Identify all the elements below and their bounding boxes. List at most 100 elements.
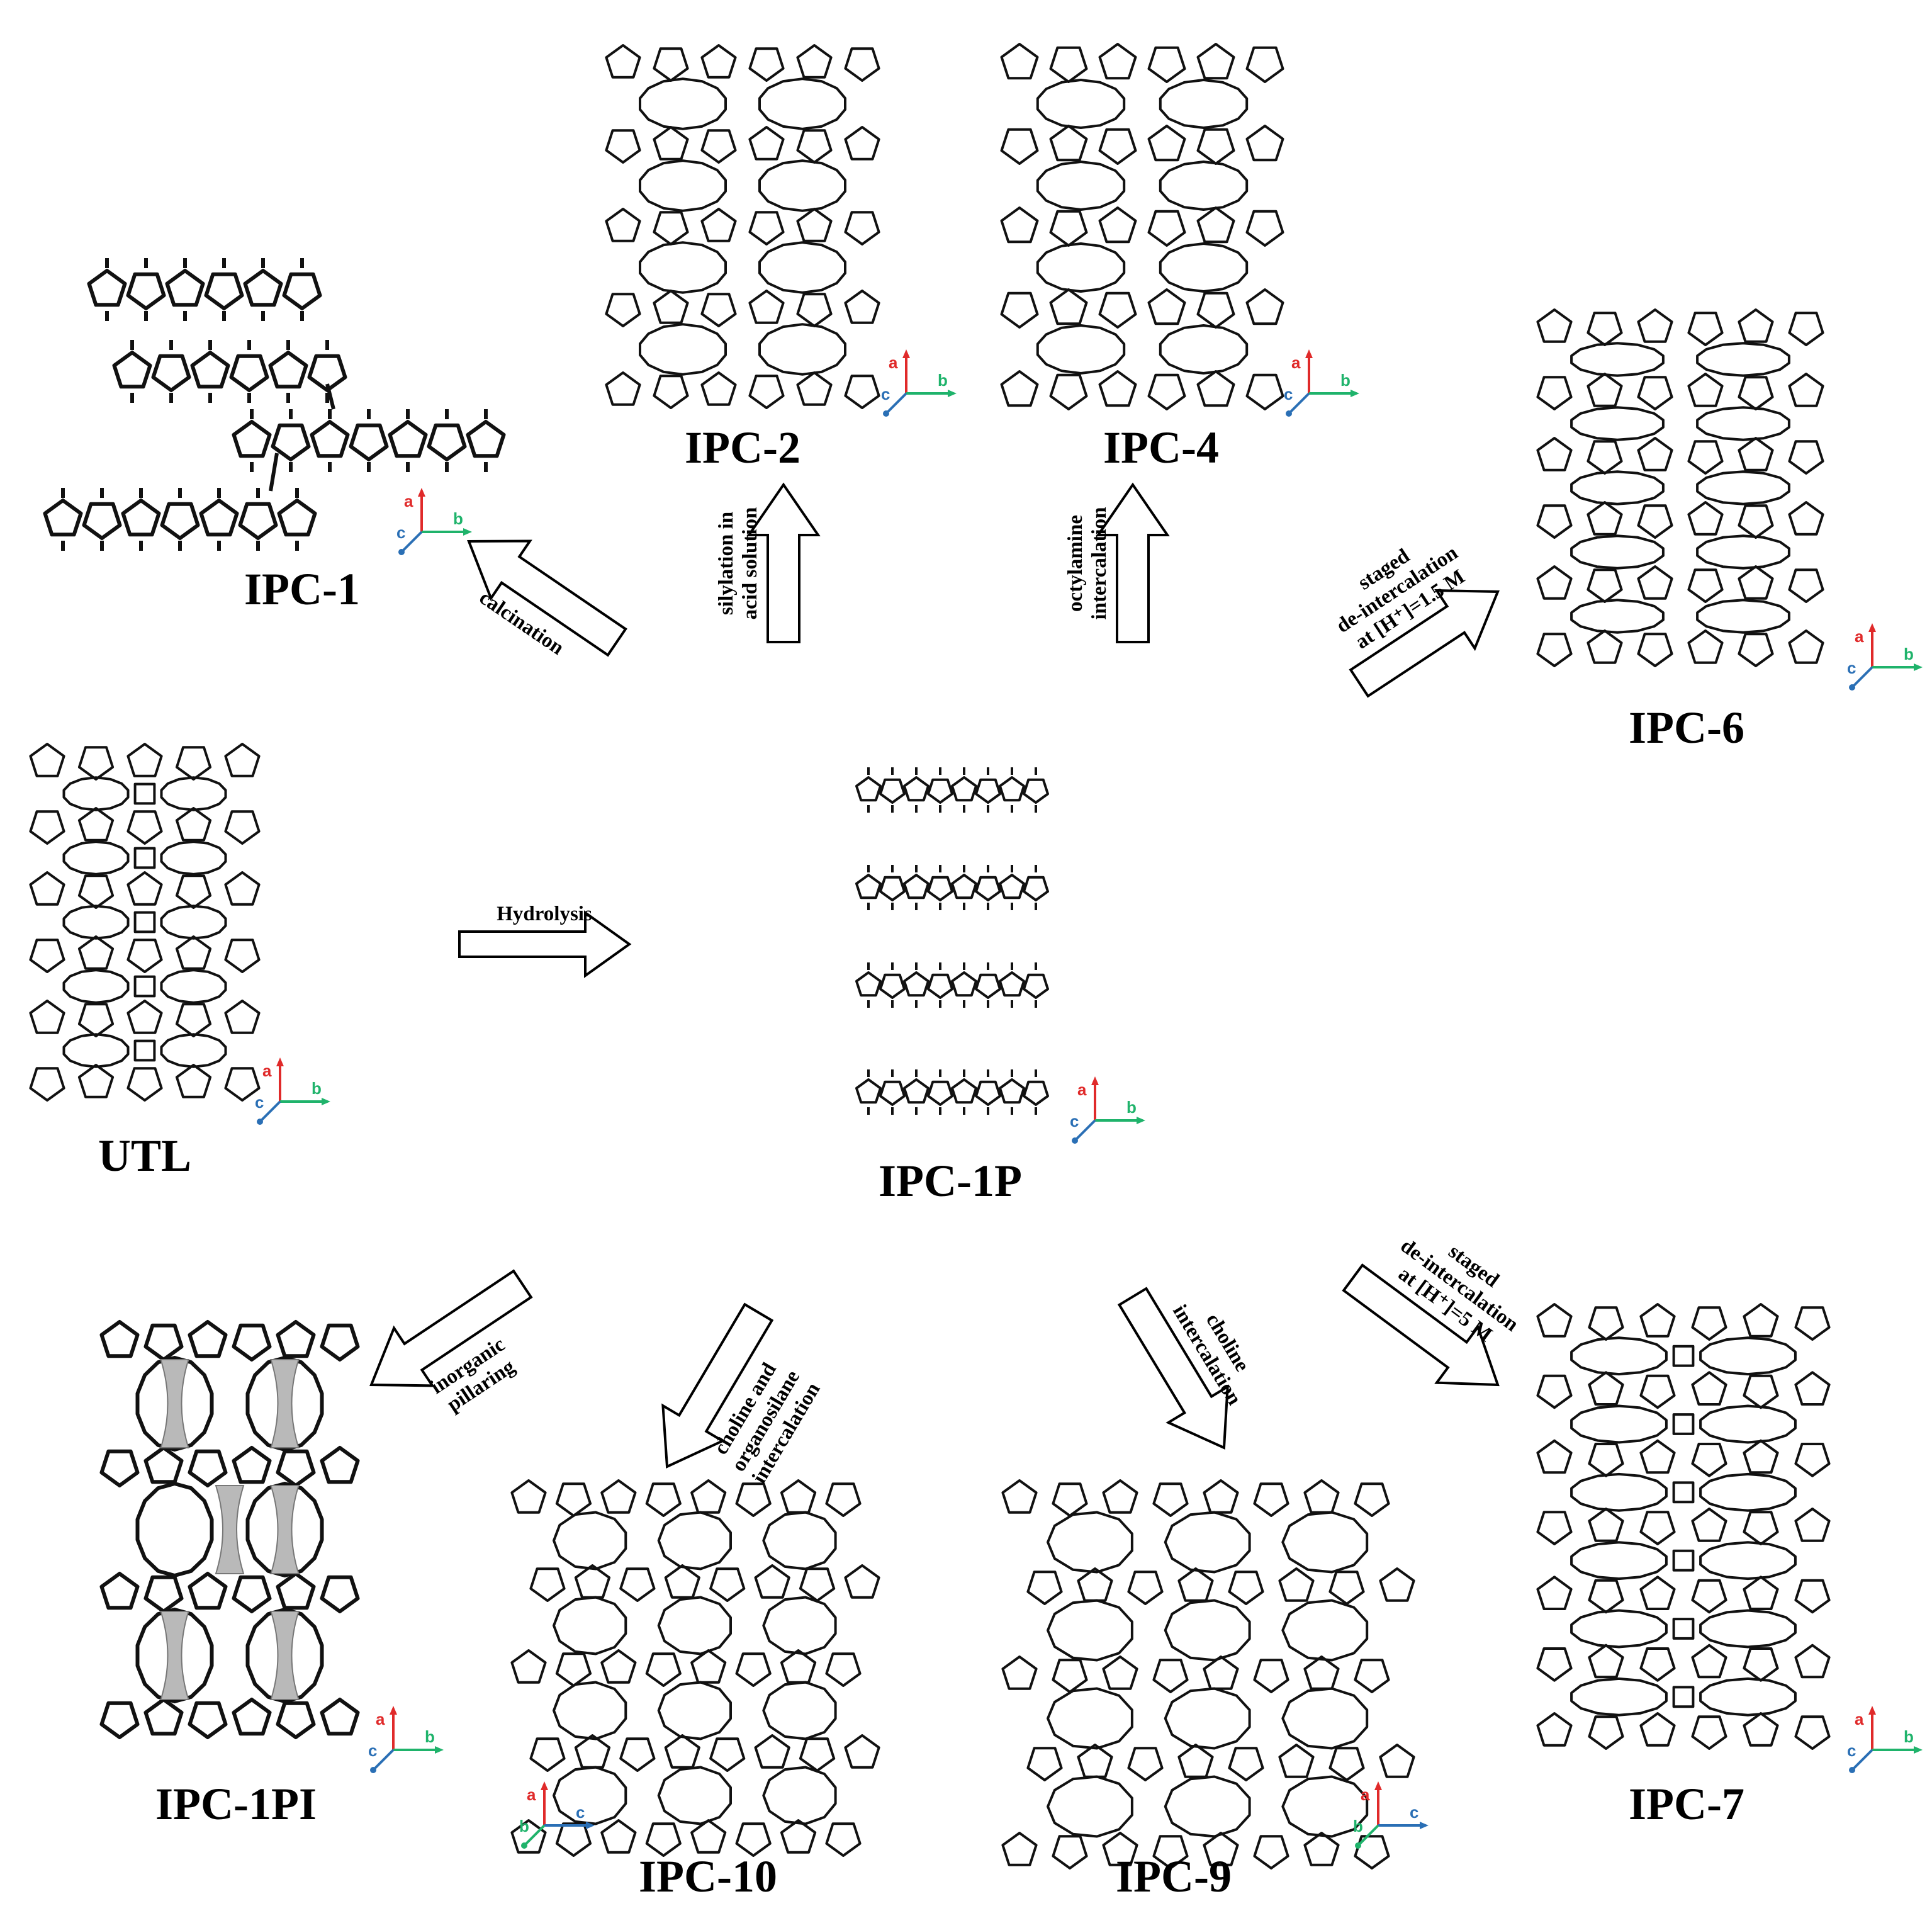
pentagon-ring [1691, 1371, 1727, 1406]
pentagon-ring [927, 1080, 953, 1106]
pentagon-ring [1639, 1439, 1676, 1474]
pentagon-ring [1000, 206, 1039, 244]
pentagon-ring [126, 1000, 163, 1034]
large-pore-ring [1699, 1677, 1797, 1717]
pentagon-ring [1177, 1744, 1214, 1778]
large-pore-ring [1696, 406, 1790, 441]
pentagon-ring [1738, 565, 1774, 600]
pentagon-ring [1098, 206, 1137, 244]
pentagon-ring [277, 499, 317, 537]
ipc-9-structure [1001, 1479, 1415, 1869]
pentagon-ring [1536, 565, 1573, 600]
large-pore-ring [1281, 1599, 1369, 1662]
pentagon-ring [855, 776, 882, 802]
pentagon-ring [1098, 291, 1137, 329]
large-pore-ring [639, 323, 727, 376]
axis-label-c: c [368, 1741, 377, 1760]
pentagon-ring [99, 1449, 140, 1487]
axis-label-a: a [1291, 353, 1301, 372]
pentagon-ring [903, 776, 929, 802]
large-pore-ring [1570, 1609, 1668, 1649]
pentagon-ring [1738, 308, 1774, 343]
axis-triad: abc [396, 488, 472, 555]
large-pore-ring [639, 159, 727, 212]
pentagon-ring [709, 1737, 746, 1772]
silica-pillar [160, 1611, 189, 1700]
pentagon-ring [276, 1320, 316, 1358]
large-pore-ring [1159, 79, 1249, 129]
large-pore-ring [135, 1482, 214, 1577]
pentagon-ring [1738, 376, 1774, 410]
large-pore-ring [62, 969, 130, 1004]
pentagon-ring [1743, 1511, 1779, 1545]
transformation-label: acid solution [739, 507, 761, 620]
pentagon-ring [555, 1652, 592, 1687]
large-pore-ring [758, 241, 846, 294]
pentagon-ring [510, 1819, 547, 1854]
axis-triad: abc [1284, 349, 1359, 417]
pentagon-ring [143, 1698, 184, 1736]
pentagon-ring [1738, 437, 1774, 471]
large-pore-ring [553, 1511, 627, 1571]
pentagon-ring [199, 499, 239, 537]
pentagon-ring [605, 208, 641, 242]
axis-triad: acb [1353, 1781, 1429, 1849]
axis-triad: abc [368, 1706, 444, 1773]
large-pore-ring [1036, 79, 1126, 129]
pentagon-ring [1052, 1835, 1088, 1869]
pentagon-ring [232, 420, 272, 458]
pentagon-ring [1196, 291, 1235, 329]
pentagon-ring [780, 1819, 817, 1854]
large-pore-ring [1047, 1599, 1133, 1662]
large-pore-ring [1699, 1336, 1797, 1376]
transformation-label: silylation in [715, 512, 738, 615]
pentagon-ring [1253, 1482, 1289, 1517]
axis-label-a: a [1361, 1785, 1370, 1804]
pentagon-ring [1152, 1835, 1189, 1869]
pentagon-ring [951, 874, 977, 899]
pentagon-ring [1687, 629, 1724, 664]
pentagon-ring [1228, 1747, 1264, 1781]
pentagon-ring [1098, 128, 1137, 165]
pentagon-ring [29, 939, 65, 973]
pentagon-ring [99, 1572, 140, 1610]
large-pore-ring [1570, 599, 1665, 634]
d4r-unit [1672, 1686, 1695, 1708]
framework-bond [269, 453, 279, 492]
pentagon-ring [605, 293, 641, 327]
pentagon-ring [1023, 973, 1049, 999]
axis-label-c: c [576, 1803, 585, 1822]
pentagon-ring [1536, 1576, 1573, 1610]
large-pore-ring [639, 241, 727, 294]
pentagon-ring [29, 810, 65, 845]
pentagon-ring [175, 874, 212, 909]
large-pore-ring [762, 1596, 837, 1655]
pentagon-ring [126, 1067, 163, 1102]
pentagon-ring [126, 939, 163, 973]
label-ipc-10: IPC-10 [639, 1851, 777, 1902]
pentagon-ring [1536, 308, 1573, 343]
pentagon-ring [224, 743, 261, 777]
pentagon-ring [268, 351, 308, 389]
pentagon-ring [188, 1701, 228, 1739]
large-pore-ring [1164, 1687, 1251, 1750]
axis-triad: abc [255, 1057, 330, 1125]
d4r-unit [133, 975, 156, 998]
pentagon-ring [77, 1003, 115, 1037]
pentagon-ring [1147, 125, 1186, 162]
pentagon-ring [1788, 373, 1824, 407]
pentagon-ring [126, 810, 163, 845]
pentagon-ring [1687, 373, 1724, 407]
pentagon-ring [310, 420, 350, 458]
pentagon-ring [1102, 1655, 1138, 1690]
transformation-label: Hydrolysis [497, 903, 592, 925]
silica-pillar [270, 1485, 300, 1574]
pentagon-ring [1536, 1439, 1573, 1474]
pentagon-ring [1147, 46, 1186, 83]
axis-label-b: b [1353, 1817, 1363, 1836]
pentagon-ring [1000, 291, 1039, 329]
large-pore-ring [1281, 1775, 1369, 1838]
large-pore-ring [1036, 161, 1126, 211]
large-pore-ring [657, 1681, 732, 1740]
